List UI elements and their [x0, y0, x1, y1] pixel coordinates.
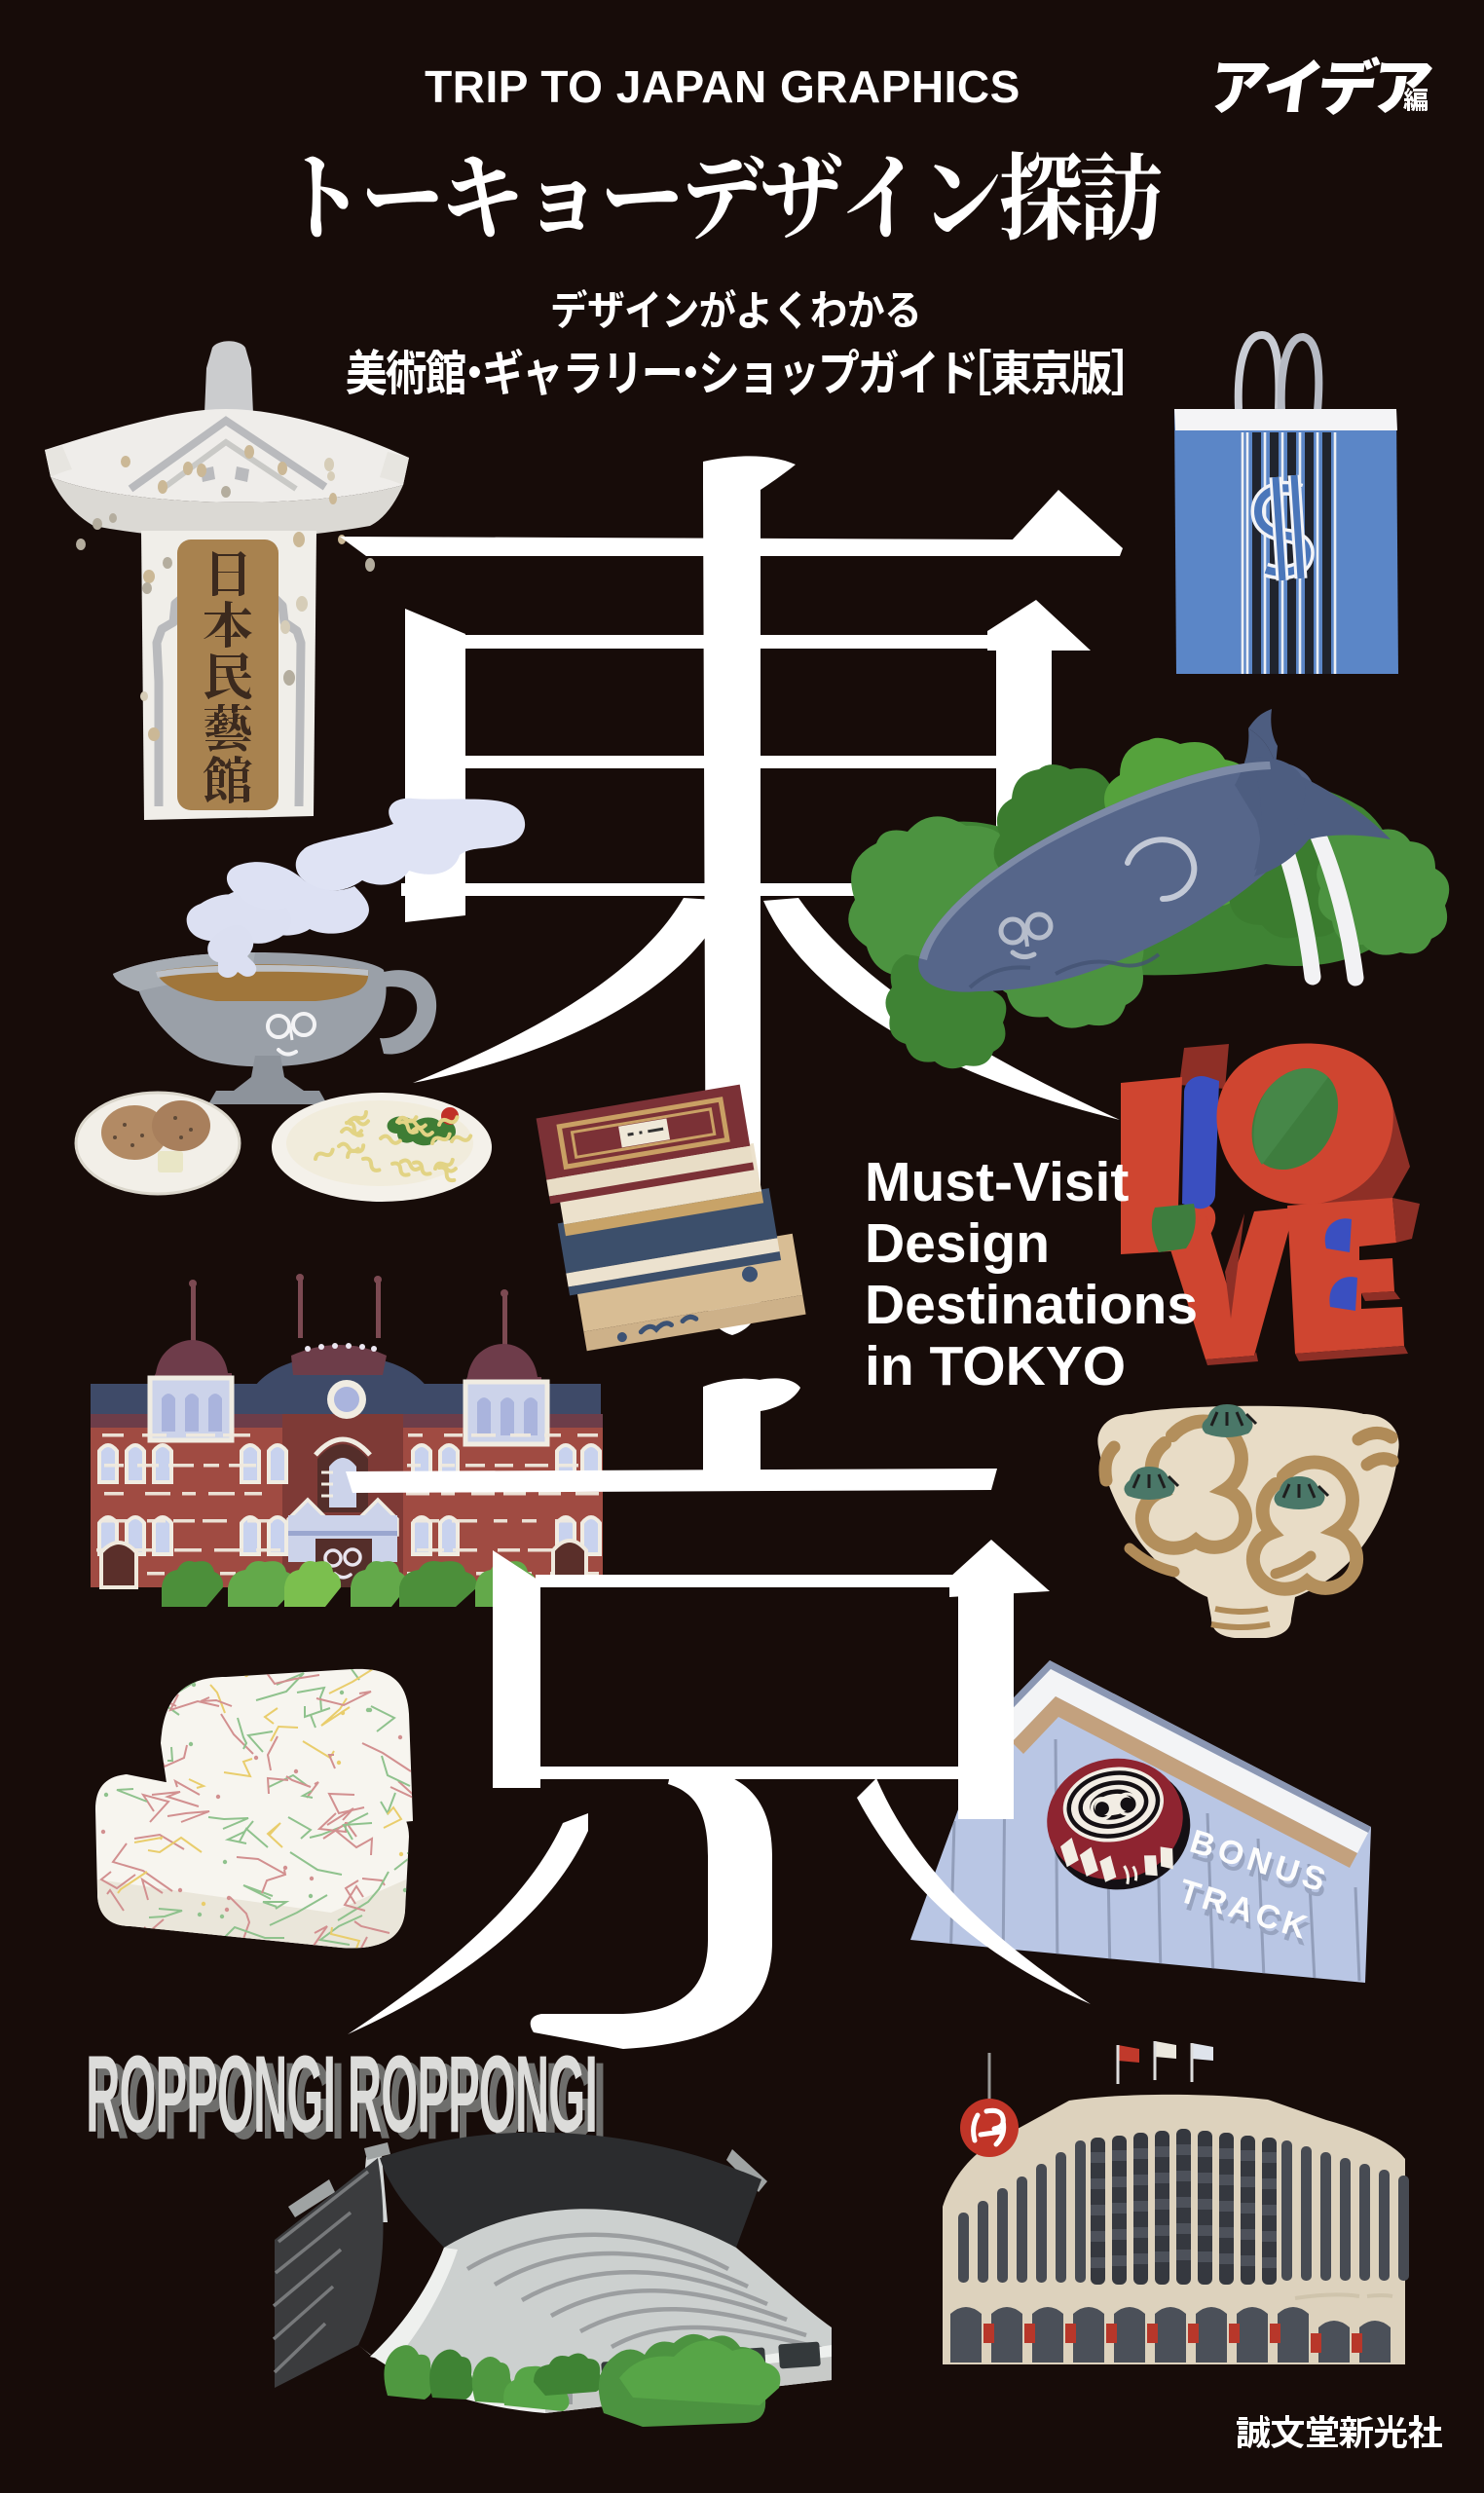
- svg-text:in TOKYO: in TOKYO: [865, 1335, 1126, 1397]
- svg-text:Must-Visit: Must-Visit: [865, 1151, 1129, 1213]
- svg-text:TRIP TO JAPAN GRAPHICS: TRIP TO JAPAN GRAPHICS: [425, 61, 1020, 112]
- svg-text:Destinations: Destinations: [865, 1274, 1198, 1336]
- svg-text:Design: Design: [865, 1212, 1050, 1275]
